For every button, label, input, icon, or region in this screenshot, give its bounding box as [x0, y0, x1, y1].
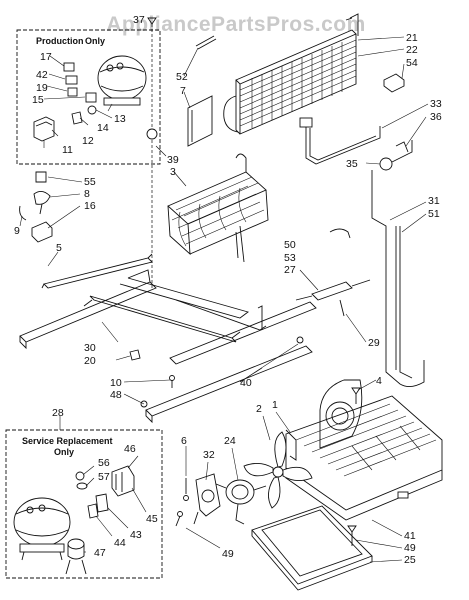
- label-32: 32: [203, 449, 215, 461]
- label-9: 9: [14, 225, 20, 237]
- label-20: 20: [84, 355, 96, 367]
- label-52: 52: [176, 71, 188, 83]
- label-3: 3: [170, 166, 176, 178]
- label-7: 7: [180, 85, 186, 97]
- label-21: 21: [406, 32, 418, 44]
- label-11: 11: [62, 144, 73, 156]
- tube-assembly-27[interactable]: [295, 279, 371, 317]
- label-29: 29: [368, 337, 380, 349]
- fan-bracket-1[interactable]: [285, 429, 297, 461]
- label-35: 35: [346, 158, 358, 170]
- compressor-production[interactable]: [97, 55, 147, 106]
- label-33: 33: [430, 98, 442, 110]
- screw-49-right[interactable]: [347, 525, 357, 546]
- label-12: 12: [82, 135, 94, 147]
- evaporator-coil-3[interactable]: [167, 153, 269, 263]
- label-57: 57: [98, 471, 110, 483]
- frame-clips[interactable]: [129, 305, 304, 408]
- label-15: 15: [32, 94, 44, 106]
- mounting-screw-37[interactable]: [146, 17, 158, 290]
- part-number-labels: 37 17 42 19 15 14 13 12 11 52 7 39 3 21 …: [14, 14, 442, 566]
- motor-bracket-32[interactable]: [193, 473, 221, 525]
- base-rail-assembly[interactable]: [19, 253, 317, 424]
- label-56: 56: [98, 457, 110, 469]
- label-25: 25: [404, 554, 416, 566]
- label-41: 41: [404, 530, 416, 542]
- label-42: 42: [36, 69, 48, 81]
- production-only-box: Production Only: [16, 29, 161, 165]
- label-36: 36: [430, 111, 442, 123]
- suction-tube-31-51[interactable]: [371, 170, 425, 387]
- service-box-title-line1: Service Replacement: [22, 436, 113, 446]
- fan-motor-24[interactable]: [215, 479, 267, 525]
- label-4: 4: [376, 375, 382, 387]
- fan-blade-2[interactable]: [243, 431, 313, 509]
- compressor-base-plate-41[interactable]: [285, 379, 443, 521]
- service-small-parts[interactable]: [65, 465, 135, 575]
- label-31: 31: [428, 195, 440, 207]
- label-16: 16: [84, 200, 96, 212]
- label-51: 51: [428, 208, 440, 220]
- label-43: 43: [130, 529, 142, 541]
- label-49-left: 49: [222, 548, 234, 560]
- label-45: 45: [146, 513, 158, 525]
- label-44: 44: [114, 537, 126, 549]
- label-40: 40: [240, 377, 252, 389]
- label-55: 55: [84, 176, 96, 188]
- condenser-bracket-7[interactable]: [187, 95, 213, 147]
- label-5: 5: [56, 242, 62, 254]
- drain-pan-25[interactable]: [251, 505, 373, 591]
- clip-54[interactable]: [383, 73, 405, 93]
- label-17: 17: [40, 51, 52, 63]
- label-49-right: 49: [404, 542, 416, 554]
- production-box-title-line1: Production: [36, 36, 84, 46]
- label-37: 37: [133, 14, 145, 26]
- label-8: 8: [84, 188, 90, 200]
- label-48: 48: [110, 389, 122, 401]
- label-10: 10: [110, 377, 122, 389]
- screw-4[interactable]: [351, 387, 361, 404]
- condenser-coil[interactable]: [223, 13, 359, 135]
- label-22: 22: [406, 44, 418, 56]
- service-replacement-box: Service Replacement Only: [5, 429, 163, 579]
- label-24: 24: [224, 435, 236, 447]
- label-19: 19: [36, 82, 48, 94]
- label-13: 13: [114, 113, 126, 125]
- label-1: 1: [272, 399, 278, 411]
- label-28: 28: [52, 407, 64, 419]
- tube-52[interactable]: [195, 35, 217, 50]
- label-46: 46: [124, 443, 136, 455]
- label-39: 39: [167, 154, 179, 166]
- service-box-title-line2: Only: [54, 447, 74, 457]
- label-53: 53: [284, 252, 296, 264]
- heater-loop-33[interactable]: [299, 117, 381, 165]
- label-54: 54: [406, 57, 418, 69]
- label-27: 27: [284, 264, 296, 276]
- label-47: 47: [94, 547, 106, 559]
- drier-35[interactable]: [379, 140, 413, 171]
- label-2: 2: [256, 403, 262, 415]
- wire-clip-50[interactable]: [329, 228, 351, 239]
- relay-overload-parts[interactable]: [33, 62, 97, 142]
- production-box-title-line2: Only: [85, 36, 105, 46]
- thermostat-parts[interactable]: [19, 171, 53, 243]
- label-14: 14: [97, 122, 109, 134]
- label-30: 30: [84, 342, 96, 354]
- compressor-service[interactable]: [13, 497, 71, 561]
- screws-6[interactable]: [175, 478, 189, 527]
- label-50: 50: [284, 239, 296, 251]
- label-6: 6: [181, 435, 187, 447]
- watermark: AppliancePartsPros.com: [106, 13, 366, 36]
